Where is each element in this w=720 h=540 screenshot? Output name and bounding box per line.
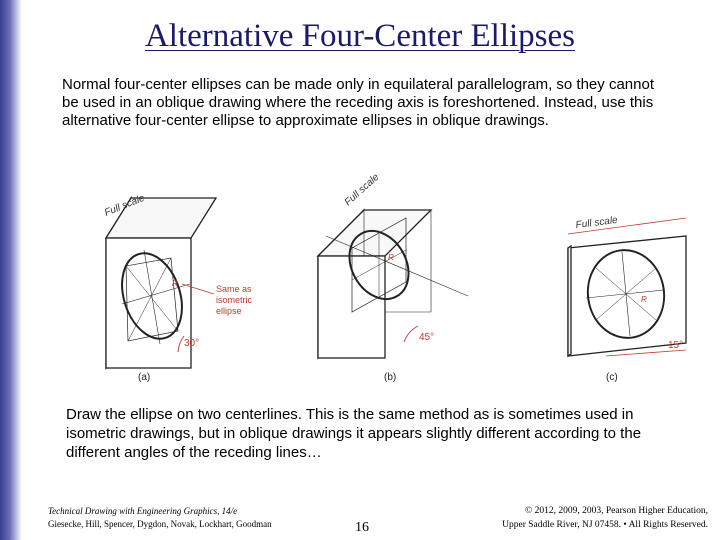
method-paragraph: Draw the ellipse on two centerlines. Thi… [66, 406, 642, 461]
same-as-label-2: isometric [216, 295, 253, 305]
r-label-b: R [388, 253, 394, 262]
angle-label-c: 15° [668, 340, 683, 351]
intro-paragraph: Normal four-center ellipses can be made … [62, 76, 654, 129]
angle-label-a: 30° [184, 338, 199, 349]
dimension-line-c [567, 217, 687, 235]
full-scale-label-c: Full scale [575, 215, 619, 231]
page-number: 16 [355, 520, 369, 535]
angle-label-b: 45° [419, 332, 434, 343]
slide-title: Alternative Four-Center Ellipses [144, 18, 576, 54]
angle-arc-b [403, 325, 419, 343]
r-label-c: R [641, 295, 647, 304]
footer-copyright-line1: © 2012, 2009, 2003, Pearson Higher Educa… [525, 506, 708, 516]
footer-citation: Technical Drawing with Engineering Graph… [48, 505, 272, 531]
footer-book-title: Technical Drawing with Engineering Graph… [48, 506, 238, 516]
figure-c [567, 235, 687, 358]
footer-authors: Giesecke, Hill, Spencer, Dygdon, Novak, … [48, 519, 272, 529]
r-label-a: R [172, 279, 178, 288]
full-scale-label-b: Full scale [343, 171, 382, 208]
leader-a [181, 283, 215, 295]
angle-arc-a [177, 335, 185, 353]
same-as-label-3: ellipse [216, 306, 242, 316]
caption-b: (b) [384, 372, 396, 383]
caption-a: (a) [138, 372, 150, 383]
figure-a [104, 195, 218, 371]
caption-c: (c) [606, 372, 618, 383]
same-as-label-1: Same as [216, 284, 252, 294]
baseline-c [605, 349, 687, 357]
sidebar-gradient-bar [0, 0, 22, 540]
oblique-ellipse-figure: Full scale R Same as isometric ellipse 3… [103, 171, 687, 383]
footer-copyright-line2: Upper Saddle River, NJ 07458. • All Righ… [502, 520, 708, 530]
footer-copyright: © 2012, 2009, 2003, Pearson Higher Educa… [502, 504, 708, 532]
figure-b [316, 208, 469, 360]
